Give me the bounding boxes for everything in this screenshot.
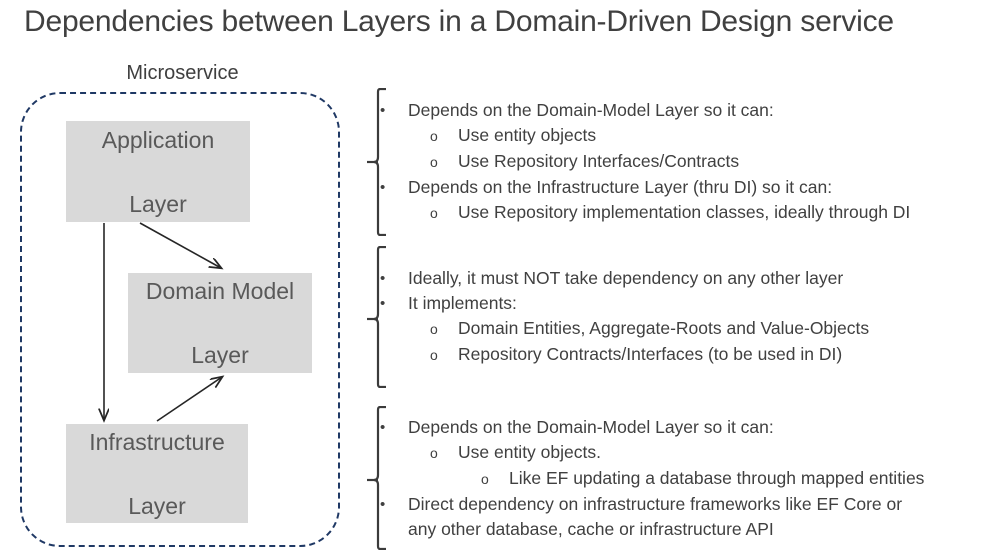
layer-box-infrastructure: Infrastructure Layer — [66, 424, 248, 523]
note-text: Use entity objects. — [458, 441, 601, 462]
layer-box-infrastructure-line2: Layer — [128, 492, 186, 519]
layer-box-infrastructure-line1: Infrastructure — [89, 428, 225, 455]
bracket-domain-model-layer — [366, 246, 388, 388]
layer-box-application: Application Layer — [66, 121, 250, 222]
note-line: • It implements: — [380, 291, 1000, 316]
bullet-marker: • — [380, 418, 386, 436]
layer-box-domain-model-line2: Layer — [191, 342, 249, 368]
note-line: • Depends on the Domain-Model Layer so i… — [380, 98, 1000, 123]
bullet-marker: o — [430, 444, 438, 461]
bullet-marker: o — [430, 154, 438, 170]
note-line: o Use entity objects — [380, 123, 1000, 149]
note-text: It implements: — [408, 293, 517, 313]
note-text: Use Repository implementation classes, i… — [458, 202, 911, 222]
note-text: Depends on the Domain-Model Layer so it … — [408, 100, 774, 120]
note-line: • Depends on the Domain-Model Layer so i… — [380, 415, 1000, 440]
microservice-diagram: Microservice Application Layer Domain Mo… — [0, 55, 360, 557]
microservice-boundary-label: Microservice — [126, 62, 239, 84]
bullet-marker: • — [380, 179, 386, 196]
layer-box-domain-model: Domain Model Layer — [128, 273, 312, 373]
note-line: o Domain Entities, Aggregate-Roots and V… — [380, 316, 1000, 342]
note-line: o Like EF updating a database through ma… — [380, 466, 1000, 492]
note-text: Use entity objects — [458, 125, 597, 145]
bracket-application-layer — [366, 88, 388, 236]
note-text: Direct dependency on infrastructure fram… — [408, 493, 903, 514]
note-text: Domain Entities, Aggregate-Roots and Val… — [458, 318, 870, 338]
note-line: o Use Repository Interfaces/Contracts — [380, 149, 1000, 175]
note-line: o Repository Contracts/Interfaces (to be… — [380, 342, 1000, 368]
bullet-marker: o — [481, 470, 489, 487]
note-line: • Depends on the Infrastructure Layer (t… — [380, 175, 1000, 200]
note-text: Depends on the Domain-Model Layer so it … — [408, 416, 774, 437]
note-line: o Use entity objects. — [380, 440, 1000, 466]
bullet-marker: • — [380, 102, 386, 119]
note-text: any other database, cache or infrastruct… — [408, 518, 774, 539]
note-text: Like EF updating a database through mapp… — [509, 467, 925, 488]
note-body-domain-model-layer: • Ideally, it must NOT take dependency o… — [380, 246, 1000, 388]
bullet-marker: o — [430, 205, 438, 221]
bullet-marker: • — [380, 495, 386, 513]
layer-box-application-line1: Application — [101, 126, 215, 153]
layer-box-domain-model-line1: Domain Model — [145, 278, 295, 304]
microservice-boundary — [20, 92, 340, 547]
note-body-application-layer: • Depends on the Domain-Model Layer so i… — [380, 88, 1000, 236]
note-text: Depends on the Infrastructure Layer (thr… — [408, 177, 833, 197]
bullet-marker: • — [380, 295, 386, 312]
bullet-marker: o — [430, 347, 438, 363]
note-body-infrastructure-layer: • Depends on the Domain-Model Layer so i… — [380, 406, 1000, 550]
layer-notes-column: • Depends on the Domain-Model Layer so i… — [362, 0, 1002, 557]
note-line: o Use Repository implementation classes,… — [380, 200, 1000, 226]
layer-box-application-line2: Layer — [129, 190, 187, 217]
note-text: Repository Contracts/Interfaces (to be u… — [458, 344, 843, 364]
note-line: • Ideally, it must NOT take dependency o… — [380, 266, 1000, 291]
note-line: any other database, cache or infrastruct… — [380, 517, 1000, 542]
page-title: Dependencies between Layers in a Domain-… — [24, 5, 894, 38]
note-text: Use Repository Interfaces/Contracts — [458, 151, 740, 171]
bracket-infrastructure-layer — [366, 406, 388, 550]
bullet-marker: o — [430, 128, 438, 144]
note-text: Ideally, it must NOT take dependency on … — [408, 268, 844, 288]
note-line: • Direct dependency on infrastructure fr… — [380, 492, 1000, 517]
bullet-marker: • — [380, 270, 386, 287]
bullet-marker: o — [430, 321, 438, 337]
